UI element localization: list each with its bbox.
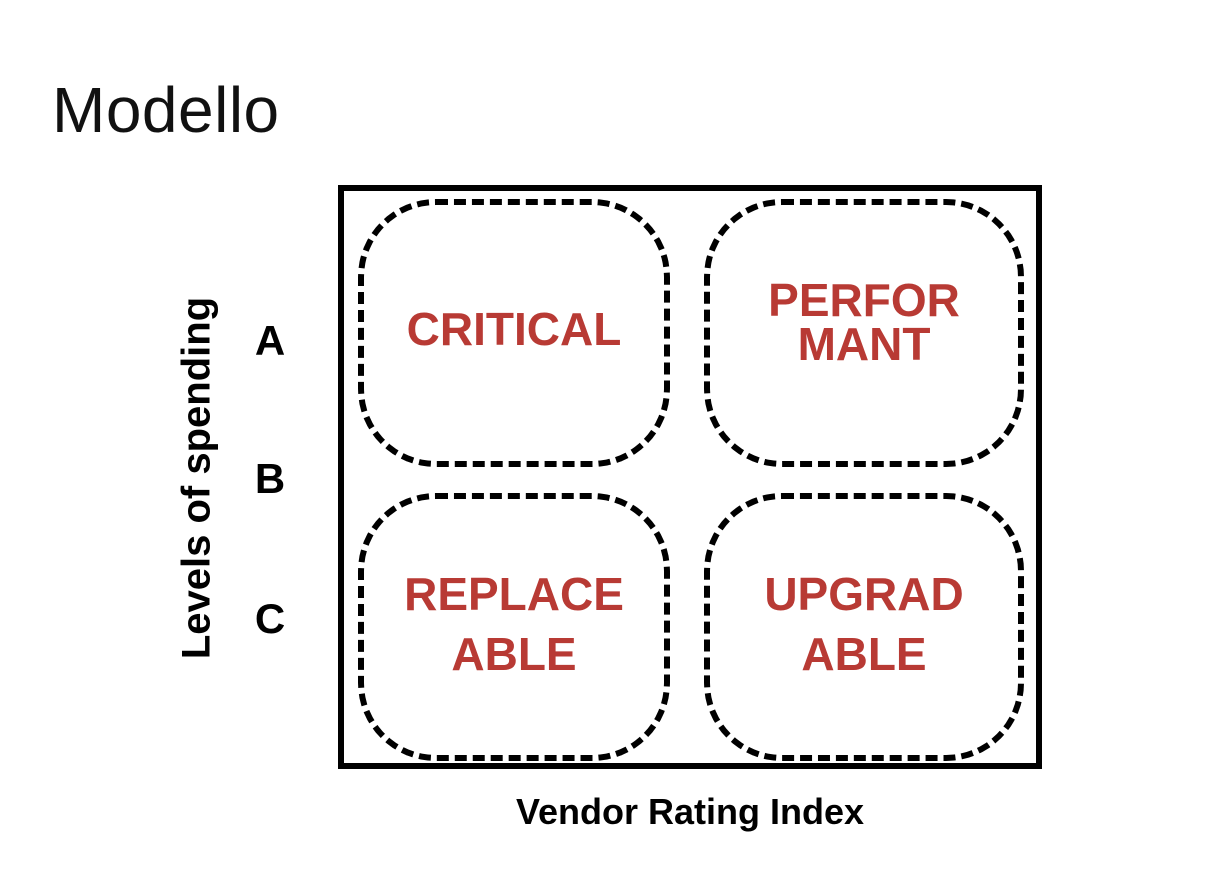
quadrant-label: ABLE	[801, 628, 927, 680]
x-axis-title: Vendor Rating Index	[515, 791, 865, 832]
quadrant-upgradable: UPGRAD ABLE	[704, 493, 1024, 761]
y-axis-title: Levels of spending	[174, 296, 219, 660]
quadrant-label: REPLACE	[404, 568, 624, 620]
quadrant-performant: PERFOR MANT	[704, 199, 1024, 467]
quadrant-label: UPGRAD	[764, 568, 964, 620]
matrix-frame: CRITICAL PERFOR MANT REPLACE ABLE UPGRAD…	[338, 185, 1042, 769]
quadrant-label: CRITICAL	[406, 303, 622, 355]
slide-title: Modello	[52, 74, 280, 146]
y-tick-b: B	[254, 455, 286, 502]
quadrant-label: ABLE	[451, 628, 577, 680]
y-tick-c: C	[254, 595, 286, 642]
quadrant-label: MANT	[797, 318, 931, 370]
quadrant-critical: CRITICAL	[358, 199, 670, 467]
quadrant-label: PERFOR	[768, 274, 960, 326]
y-tick-a: A	[254, 317, 286, 364]
quadrant-replaceable: REPLACE ABLE	[358, 493, 670, 761]
